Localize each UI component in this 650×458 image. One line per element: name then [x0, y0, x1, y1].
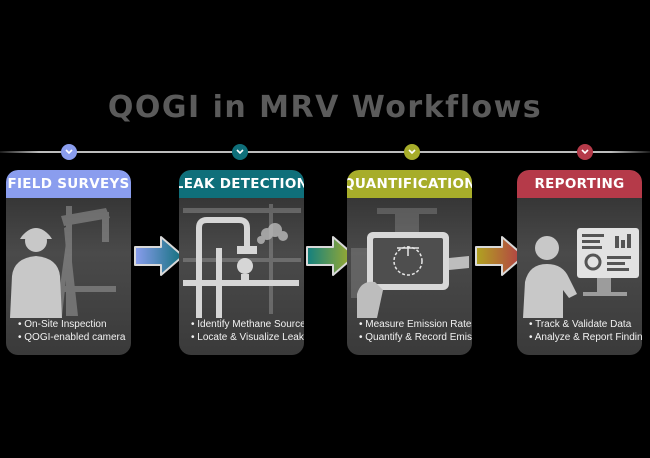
flow-arrow-icon: [306, 236, 356, 276]
stage-card-reporting: REPORTING Track & Validate Data Analyze …: [517, 170, 642, 355]
stage-header: QUANTIFICATION: [347, 170, 472, 198]
chevron-down-icon: [408, 149, 416, 155]
list-item: Locate & Visualize Leaks: [191, 331, 304, 344]
timeline-marker-report: [577, 144, 593, 160]
list-item: QOGI-enabled camera: [18, 331, 125, 344]
list-item: Analyze & Report Findings: [529, 331, 642, 344]
flow-arrow-icon: [134, 236, 184, 276]
timeline-marker-leak: [232, 144, 248, 160]
timeline-marker-field: [61, 144, 77, 160]
timeline-marker-quant: [404, 144, 420, 160]
diagram-title: QOGI in MRV Workflows: [107, 90, 543, 125]
chevron-down-icon: [65, 149, 73, 155]
stage-items: Measure Emission Rates Quantify & Record…: [359, 318, 472, 344]
list-item: Track & Validate Data: [529, 318, 642, 331]
list-item: Identify Methane Sources: [191, 318, 304, 331]
stage-header: REPORTING: [517, 170, 642, 198]
worker-oil-pump-icon: [10, 206, 116, 318]
analyst-dashboard-icon: [523, 228, 639, 318]
tablet-camera-icon: [351, 208, 469, 318]
stage-header: LEAK DETECTION: [179, 170, 304, 198]
timeline-line: [0, 151, 650, 153]
pipeline-valve-icon: [183, 204, 301, 318]
stage-items: Identify Methane Sources Locate & Visual…: [191, 318, 304, 344]
stage-card-field-surveys: FIELD SURVEYS On-Site Inspection QOGI-en…: [6, 170, 131, 355]
list-item: Measure Emission Rates: [359, 318, 472, 331]
chevron-down-icon: [236, 149, 244, 155]
flow-arrow-icon: [475, 236, 525, 276]
stage-items: On-Site Inspection QOGI-enabled camera: [18, 318, 125, 344]
stage-items: Track & Validate Data Analyze & Report F…: [529, 318, 642, 344]
list-item: Quantify & Record Emissions: [359, 331, 472, 344]
stage-card-leak-detection: LEAK DETECTION Identify Methane Sources …: [179, 170, 304, 355]
stage-header: FIELD SURVEYS: [6, 170, 131, 198]
list-item: On-Site Inspection: [18, 318, 125, 331]
chevron-down-icon: [581, 149, 589, 155]
stage-card-quantification: QUANTIFICATION Measure Emission Rates Qu…: [347, 170, 472, 355]
